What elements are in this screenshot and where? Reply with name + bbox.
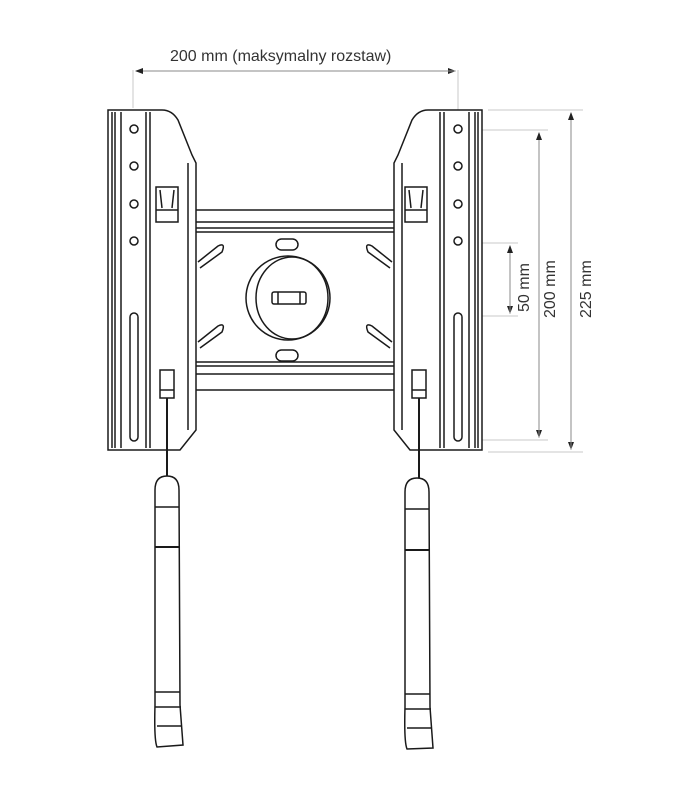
vertical-dimension-200-label: 200 mm — [542, 260, 559, 318]
horizontal-dimension-label: 200 mm (maksymalny rozstaw) — [170, 48, 392, 65]
vertical-dimension-50-label: 50 mm — [516, 263, 533, 312]
horizontal-dimension — [132, 68, 459, 128]
wall-plate — [194, 209, 396, 391]
right-bracket-arm — [393, 109, 483, 480]
right-pull-strap — [404, 477, 434, 750]
left-pull-strap — [154, 475, 184, 748]
vertical-dimension-225-label: 225 mm — [578, 260, 595, 318]
left-bracket-arm — [107, 109, 197, 478]
